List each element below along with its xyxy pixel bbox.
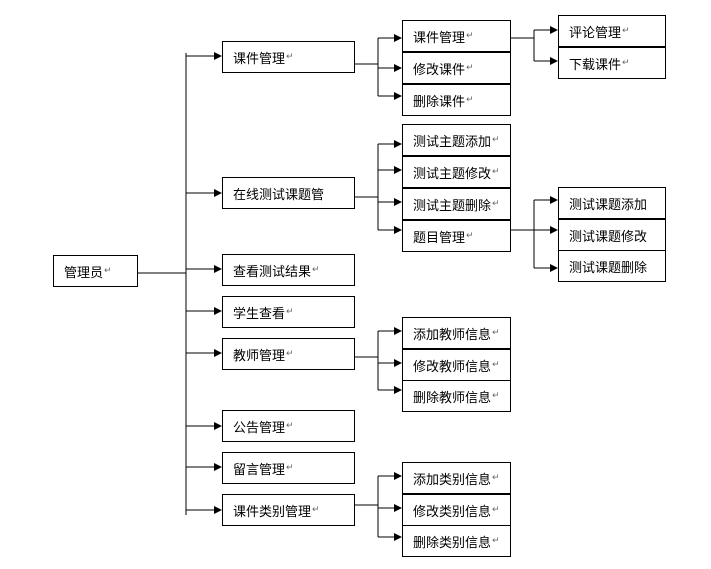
node-delete-test-topic: 测试主题删除↵ bbox=[402, 188, 511, 220]
node-message-management: 留言管理↵ bbox=[222, 452, 355, 484]
node-root-admin: 管理员↵ bbox=[53, 255, 138, 287]
node-add-category-info: 添加类别信息↵ bbox=[402, 462, 511, 494]
node-student-view: 学生查看↵ bbox=[222, 296, 355, 328]
node-edit-courseware: 修改课件↵ bbox=[402, 52, 511, 84]
node-announcement-management: 公告管理↵ bbox=[222, 410, 355, 442]
node-courseware-management: 课件管理↵ bbox=[222, 41, 355, 73]
node-add-test-topic: 测试主题添加↵ bbox=[402, 124, 511, 156]
node-courseware-category-management: 课件类别管理↵ bbox=[222, 494, 355, 526]
node-download-courseware: 下载课件↵ bbox=[558, 47, 666, 79]
node-add-teacher-info: 添加教师信息↵ bbox=[402, 317, 511, 349]
node-delete-courseware: 删除课件↵ bbox=[402, 84, 511, 116]
node-edit-test-question: 测试课题修改 bbox=[558, 219, 666, 251]
node-delete-test-question: 测试课题删除 bbox=[558, 250, 666, 282]
node-label: 管理员 bbox=[64, 265, 104, 281]
node-online-test-topic-management: 在线测试课题管 bbox=[222, 177, 355, 209]
node-teacher-management: 教师管理↵ bbox=[222, 338, 355, 370]
node-question-management: 题目管理↵ bbox=[402, 220, 511, 252]
node-edit-test-topic: 测试主题修改↵ bbox=[402, 156, 511, 188]
node-courseware-sub-management: 课件管理↵ bbox=[402, 20, 511, 52]
node-delete-category-info: 删除类别信息↵ bbox=[402, 525, 511, 557]
node-view-test-results: 查看测试结果↵ bbox=[222, 254, 355, 286]
node-add-test-question: 测试课题添加 bbox=[558, 187, 666, 219]
node-comment-management: 评论管理↵ bbox=[558, 15, 666, 47]
node-delete-teacher-info: 删除教师信息↵ bbox=[402, 380, 511, 412]
node-edit-category-info: 修改类别信息↵ bbox=[402, 494, 511, 526]
node-edit-teacher-info: 修改教师信息↵ bbox=[402, 349, 511, 381]
